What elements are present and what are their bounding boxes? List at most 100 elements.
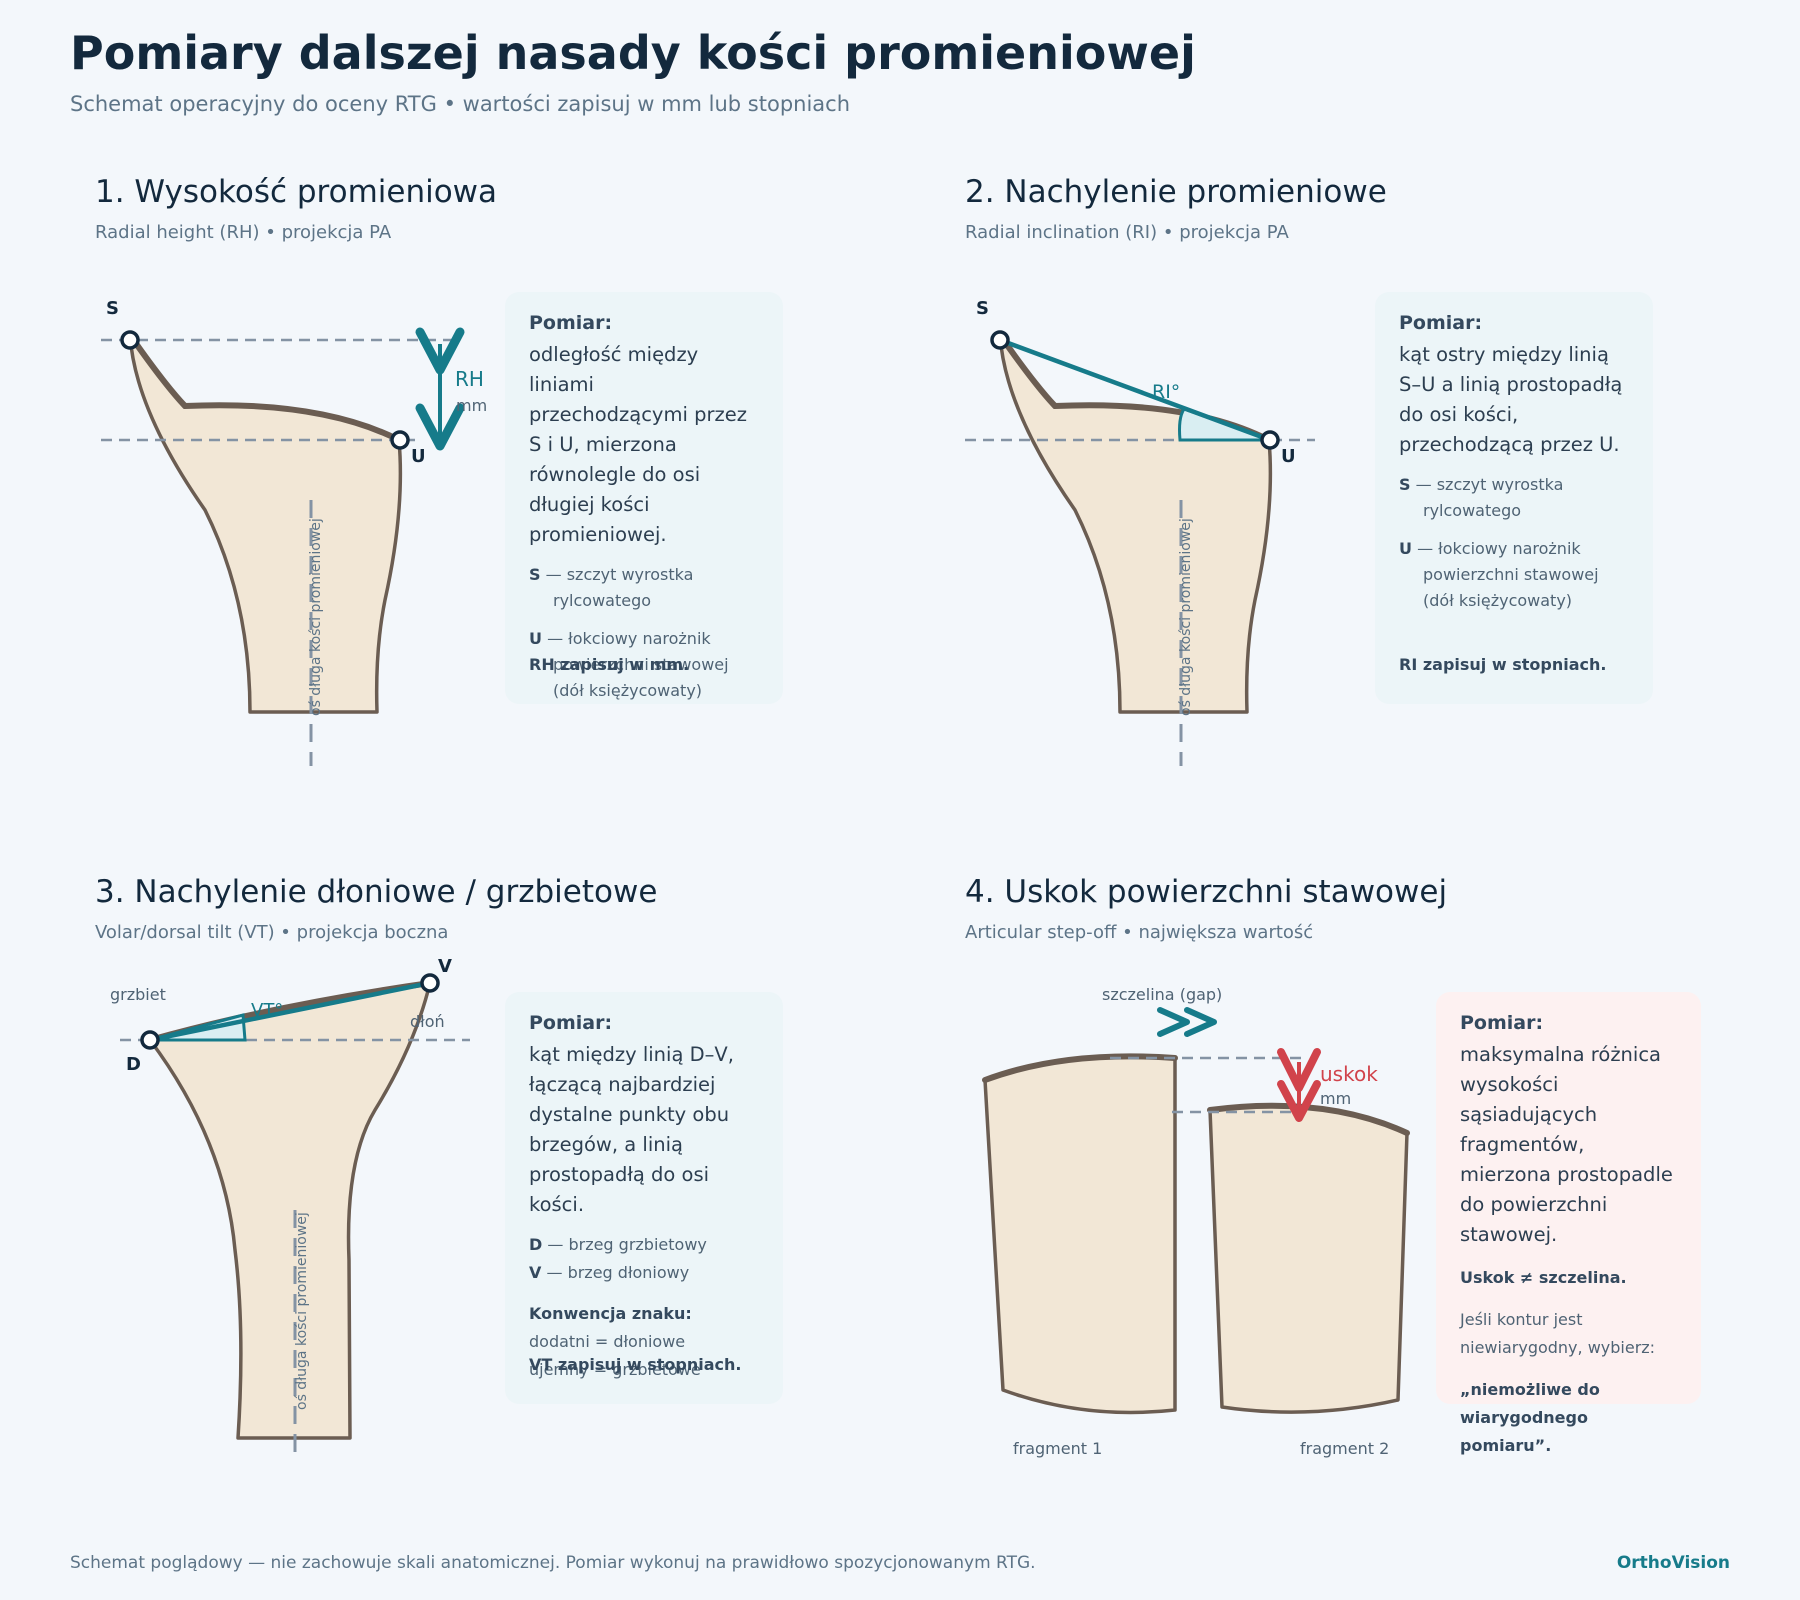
fragment-1-articular-surface: [982, 1053, 1178, 1083]
legend-text: — szczyt wyrostka rylcowatego: [1410, 475, 1564, 520]
panel-heading: 4. Uskok powierzchni stawowej: [965, 874, 1448, 910]
gap-arrow-icon: [1157, 1007, 1217, 1037]
page-title: Pomiary dalszej nasady kości promieniowe…: [70, 26, 1196, 80]
record-note: VT zapisuj w stopniach.: [529, 1355, 742, 1374]
fragment-2-shape: [1208, 1104, 1409, 1414]
page-subtitle: Schemat operacyjny do oceny RTG • wartoś…: [70, 92, 851, 116]
articular-surface-line: [127, 332, 402, 443]
legend-key: V: [529, 1263, 542, 1282]
legend-key: U: [1399, 539, 1412, 558]
panel-radial-inclination: 2. Nachylenie promieniowe Radial inclina…: [965, 170, 1745, 790]
panel-heading: 3. Nachylenie dłoniowe / grzbietowe: [95, 874, 658, 910]
measurement-label: Pomiar:: [1399, 312, 1483, 334]
measurement-info-box: Pomiar: kąt ostry między linią S–U a lin…: [1375, 292, 1653, 704]
rh-label: RH: [455, 367, 484, 391]
rh-arrow-bottom-head: [415, 403, 465, 451]
record-note: RI zapisuj w stopniach.: [1399, 655, 1607, 674]
fallback-answer: „niemożliwe do wiarygodnego pomiaru”.: [1460, 1380, 1600, 1455]
legend-item: D — brzeg grzbietowy: [529, 1232, 759, 1258]
volar-side-label: dłoń: [410, 1012, 445, 1031]
fragment-1-label: fragment 1: [1013, 1439, 1102, 1458]
point-v-label: V: [438, 956, 452, 977]
measurement-info-box: Pomiar: odległość między liniami przecho…: [505, 292, 783, 704]
legend-item: U — łokciowy narożnik powierzchni stawow…: [1399, 536, 1629, 614]
bone-axis-label: oś długa kości promieniowej: [294, 1212, 310, 1410]
sign-convention-title: Konwencja znaku:: [529, 1304, 692, 1323]
point-u-marker: [390, 430, 410, 450]
panel-subheading: Radial height (RH) • projekcja PA: [95, 222, 392, 243]
measurement-info-box: Pomiar: kąt między linią D–V, łączącą na…: [505, 992, 783, 1404]
radial-inclination-diagram: RI° S U oś długa kości promieniowej: [965, 298, 1315, 766]
panel-articular-step-off: 4. Uskok powierzchni stawowej Articular …: [965, 870, 1745, 1490]
record-note: RH zapisuj w mm.: [529, 655, 690, 674]
radius-bone-lateral-shape: [148, 981, 432, 1440]
fragment-1-shape: [983, 1054, 1177, 1415]
measurement-label: Pomiar:: [529, 1012, 613, 1034]
fragment-2-label: fragment 2: [1300, 1439, 1389, 1458]
bone-axis-label: oś długa kości promieniowej: [308, 518, 324, 716]
sign-negative: ujemny = grzbietowe: [529, 1360, 701, 1379]
fallback-instruction: Jeśli kontur jest niewiarygodny, wybierz…: [1460, 1310, 1656, 1357]
panel-radial-height: 1. Wysokość promieniowa Radial height (R…: [95, 170, 875, 790]
panel-heading: 2. Nachylenie promieniowe: [965, 174, 1387, 210]
step-off-arrow-top-head: [1277, 1048, 1321, 1092]
legend-text: — łokciowy narożnik powierzchni stawowej…: [1412, 539, 1599, 610]
point-s-marker: [120, 330, 140, 350]
panel-subheading: Articular step-off • największa wartość: [965, 922, 1314, 943]
rh-arrow-top-head: [415, 327, 465, 375]
point-d-label: D: [126, 1054, 141, 1075]
ri-label: RI°: [1152, 381, 1180, 403]
legend-item: V — brzeg dłoniowy: [529, 1260, 759, 1286]
point-u-marker: [1260, 430, 1280, 450]
d-v-line: [149, 980, 431, 1043]
panel-subheading: Volar/dorsal tilt (VT) • projekcja boczn…: [95, 922, 449, 943]
step-off-diagram: szczelina (gap) uskok mm fragment 1 frag…: [982, 985, 1410, 1458]
legend-item: U — łokciowy narożnik powierzchni stawow…: [529, 626, 759, 704]
legend-key: U: [529, 629, 542, 648]
radial-height-diagram: RH mm S U oś długa kości promieniowej: [101, 298, 487, 766]
footer-disclaimer: Schemat poglądowy — nie zachowuje skali …: [70, 1553, 1036, 1573]
legend-key: S: [1399, 475, 1411, 494]
legend-text: — brzeg grzbietowy: [542, 1235, 707, 1254]
legend-key: D: [529, 1235, 543, 1254]
point-v-marker: [420, 973, 440, 993]
fragment-2-articular-surface: [1207, 1102, 1410, 1136]
measurement-description: maksymalna różnica wysokości sąsiadujący…: [1460, 1043, 1673, 1246]
landmark-legend: D — brzeg grzbietowy V — brzeg dłoniowy: [529, 1232, 759, 1286]
point-u-label: U: [411, 446, 426, 467]
measurement-description: kąt między linią D–V, łączącą najbardzie…: [529, 1043, 734, 1216]
point-s-marker: [990, 330, 1010, 350]
panel-subheading: Radial inclination (RI) • projekcja PA: [965, 222, 1289, 243]
legend-text: — łokciowy narożnik powierzchni stawowej…: [542, 629, 729, 700]
measurement-info-box: Pomiar: maksymalna różnica wysokości sąs…: [1436, 992, 1701, 1455]
measurement-label: Pomiar:: [529, 312, 613, 334]
gap-label: szczelina (gap): [1102, 985, 1222, 1004]
s-u-line: [999, 337, 1271, 443]
bone-axis-label: oś długa kości promieniowej: [1178, 518, 1194, 716]
measurement-label: Pomiar:: [1460, 1012, 1544, 1034]
panel-volar-tilt: 3. Nachylenie dłoniowe / grzbietowe Vola…: [95, 870, 875, 1490]
sign-convention: Konwencja znaku: dodatni = dłoniowe ujem…: [529, 1300, 759, 1384]
landmark-legend: S — szczyt wyrostka rylcowatego U — łokc…: [1399, 472, 1629, 614]
brand-logo: OrthoVision: [1616, 1553, 1730, 1573]
rh-unit-label: mm: [456, 396, 487, 415]
panel-heading: 1. Wysokość promieniowa: [95, 174, 498, 210]
landmark-legend: S — szczyt wyrostka rylcowatego U — łokc…: [529, 562, 759, 704]
sign-positive: dodatni = dłoniowe: [529, 1332, 686, 1351]
step-off-arrow-bottom-head: [1277, 1080, 1321, 1122]
point-s-label: S: [106, 298, 119, 319]
legend-text: — szczyt wyrostka rylcowatego: [540, 565, 694, 610]
measurement-description: kąt ostry między linią S–U a linią prost…: [1399, 343, 1623, 456]
measurement-description: odległość między liniami przechodzącymi …: [529, 343, 747, 546]
step-off-label: uskok: [1320, 1062, 1378, 1086]
step-off-unit-label: mm: [1320, 1089, 1351, 1108]
point-d-marker: [140, 1030, 160, 1050]
point-u-label: U: [1281, 446, 1296, 467]
step-off-vs-gap-note: Uskok ≠ szczelina.: [1460, 1268, 1627, 1287]
legend-key: S: [529, 565, 541, 584]
legend-text: — brzeg dłoniowy: [541, 1263, 690, 1282]
volar-tilt-diagram: VT° grzbiet dłoń D V oś długa kości prom…: [110, 956, 470, 1460]
legend-item: S — szczyt wyrostka rylcowatego: [1399, 472, 1629, 524]
dorsal-side-label: grzbiet: [110, 985, 166, 1004]
legend-item: S — szczyt wyrostka rylcowatego: [529, 562, 759, 614]
